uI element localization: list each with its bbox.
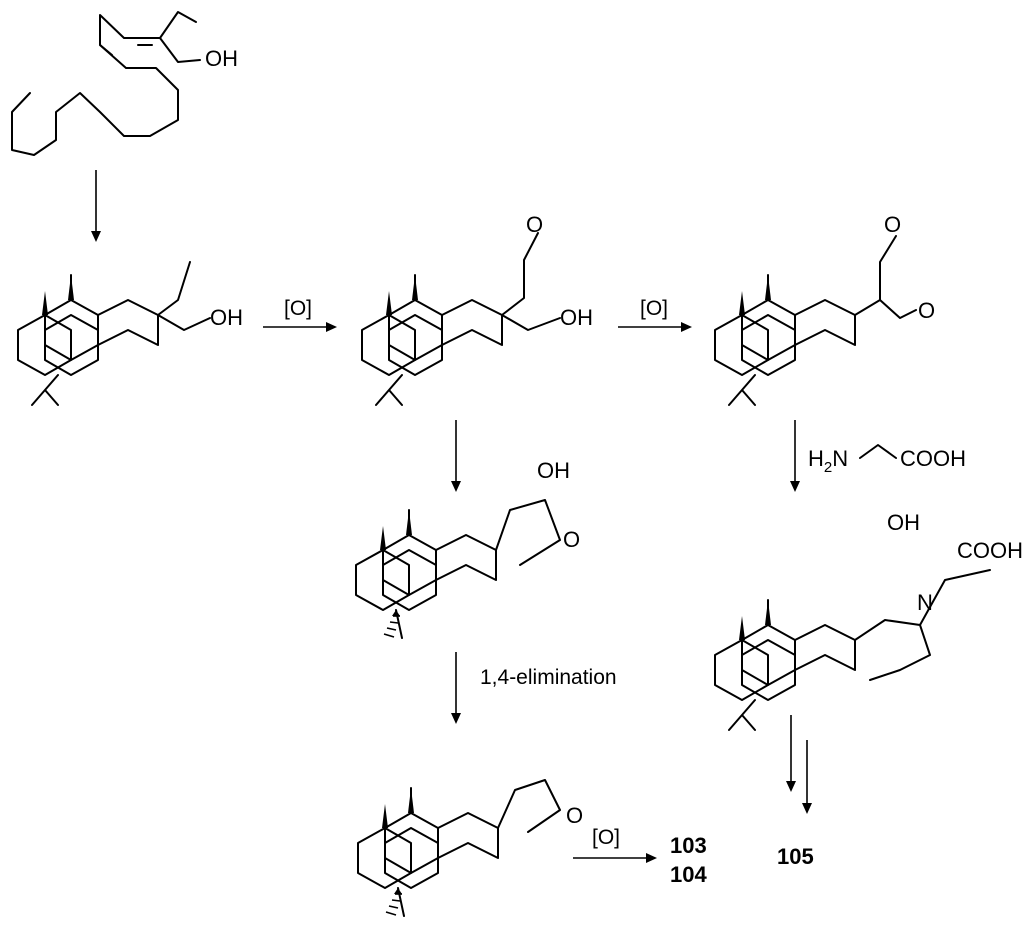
imine-nitrogen-label: N bbox=[917, 590, 933, 615]
hydroxyl-label: OH bbox=[560, 305, 593, 330]
arrow-to-hemiacetal bbox=[451, 420, 461, 492]
furan-product: O bbox=[357, 779, 583, 917]
compound-104-label: 104 bbox=[670, 862, 707, 887]
carbonyl-o-label: O bbox=[526, 212, 543, 237]
dialdehyde: O O bbox=[714, 212, 935, 406]
arrow-oxidation-1 bbox=[263, 322, 337, 332]
reagent-oxidation: [O] bbox=[640, 297, 668, 320]
carboxylic-acid-label: COOH bbox=[957, 538, 1023, 563]
carbonyl-o-label: O bbox=[918, 298, 935, 323]
hemiacetal: OH O bbox=[355, 458, 580, 639]
glycine-h-label: H bbox=[808, 446, 824, 471]
hydroxyl-label: OH bbox=[210, 305, 243, 330]
reagent-oxidation: [O] bbox=[284, 297, 312, 320]
geranylgeraniol: OH bbox=[11, 11, 238, 156]
compound-105-label: 105 bbox=[777, 844, 814, 869]
hydroxyl-label: OH bbox=[205, 46, 238, 71]
furan-oxygen-label: O bbox=[566, 803, 583, 828]
glycine-n-label: N bbox=[832, 446, 848, 471]
reagent-elimination: 1,4-elimination bbox=[480, 666, 617, 689]
arrow-glycine-condensation bbox=[790, 420, 800, 492]
compound-103-label: 103 bbox=[670, 833, 707, 858]
carbonyl-o-label: O bbox=[884, 212, 901, 237]
arrow-ggoh-to-alcohol bbox=[91, 170, 101, 242]
glycine-subscript-label: 2 bbox=[824, 459, 832, 476]
arrow-elimination bbox=[451, 652, 461, 724]
svg-text:H2N: H2N bbox=[808, 446, 848, 476]
aldehyde-alcohol: O OH bbox=[361, 212, 593, 406]
hydroxyl-label: OH bbox=[537, 458, 570, 483]
glycine-cooh-label: COOH bbox=[900, 446, 966, 471]
labdadiene-alcohol: OH bbox=[17, 261, 243, 406]
ring-oxygen-label: O bbox=[563, 527, 580, 552]
double-arrow-to-105 bbox=[786, 715, 812, 814]
amino-acid-adduct: OH COOH N bbox=[714, 510, 1023, 731]
hydroxyl-label: OH bbox=[887, 510, 920, 535]
reagent-glycine: H2N COOH bbox=[808, 444, 966, 476]
arrow-oxidation-2 bbox=[618, 322, 692, 332]
reagent-oxidation: [O] bbox=[592, 826, 620, 849]
arrow-oxidation-3 bbox=[573, 853, 657, 863]
